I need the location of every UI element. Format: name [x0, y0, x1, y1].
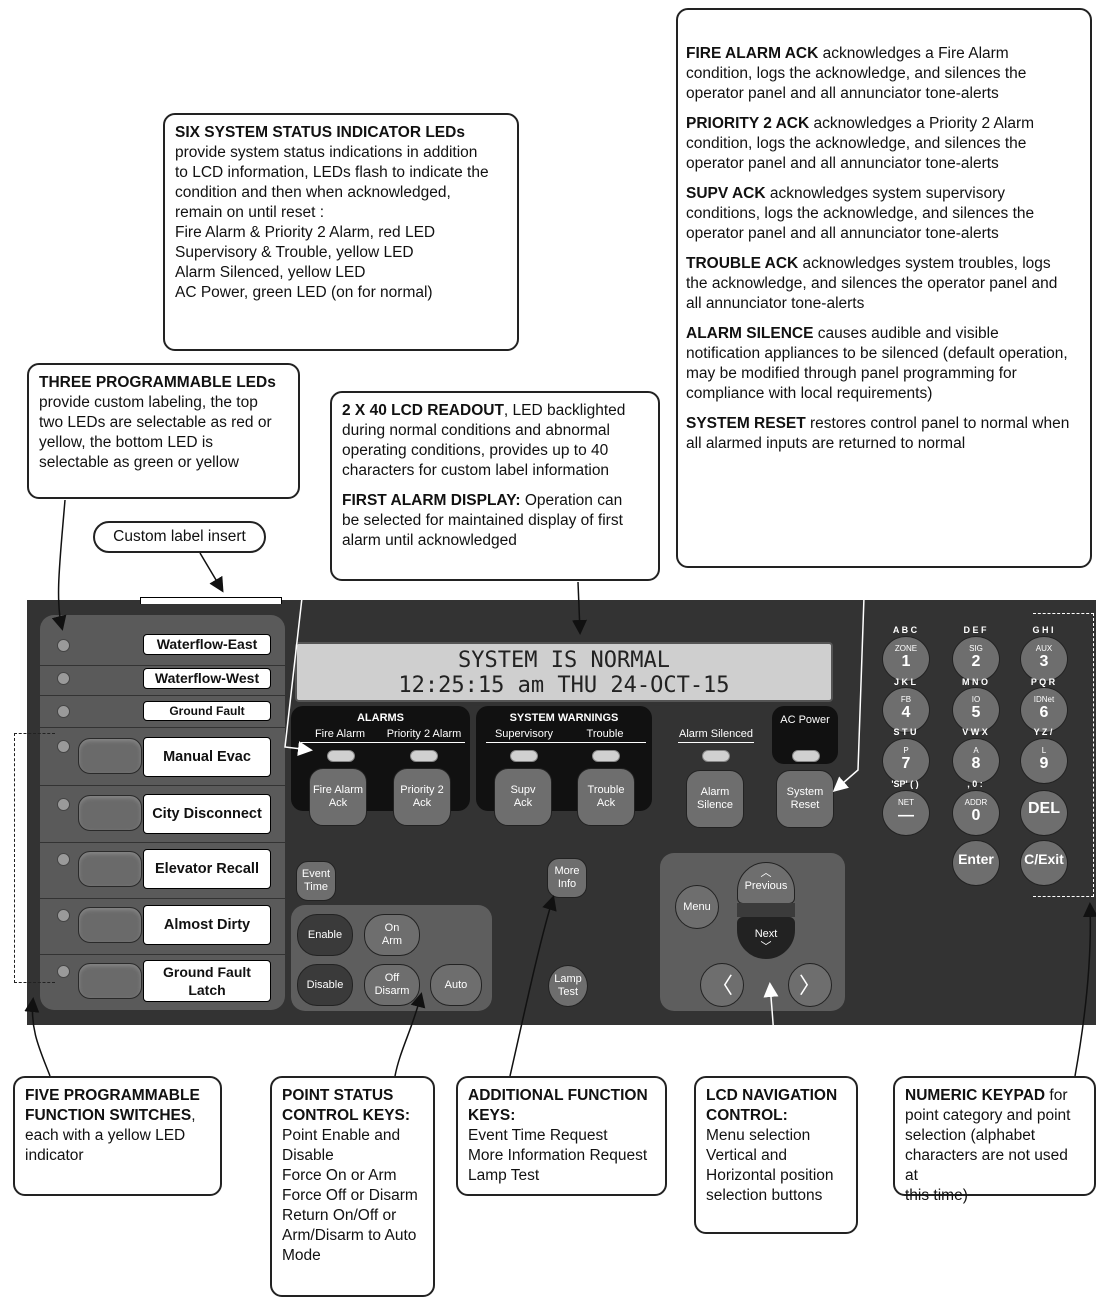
switch-led-1 — [57, 740, 70, 753]
callout-custom-label: Custom label insert — [93, 521, 266, 553]
label-city-disconnect: City Disconnect — [143, 794, 271, 834]
key-net[interactable]: NET— — [882, 790, 930, 836]
fire-alarm-led — [327, 750, 355, 762]
label-waterflow-west: Waterflow-West — [143, 668, 271, 689]
menu-button[interactable]: Menu — [675, 885, 719, 929]
callout-numeric-keypad: NUMERIC KEYPAD for point category and po… — [893, 1076, 1096, 1204]
trouble-label: Trouble — [586, 728, 624, 740]
fire-alarm-label: Fire Alarm — [314, 728, 366, 740]
switch-led-4 — [57, 909, 70, 922]
callout-lcd-readout: 2 X 40 LCD READOUT, LED backlighted duri… — [330, 391, 660, 581]
enter-key[interactable]: Enter — [952, 840, 1000, 886]
function-switch-4[interactable] — [78, 907, 142, 943]
ac-power-label: AC Power — [780, 714, 830, 726]
function-switch-bracket — [14, 733, 55, 983]
label-almost-dirty: Almost Dirty — [143, 905, 271, 945]
next-button[interactable]: Next﹀ — [737, 917, 795, 959]
label-elevator-recall: Elevator Recall — [143, 849, 271, 889]
callout-programmable-leds: THREE PROGRAMMABLE LEDs provide custom l… — [27, 363, 300, 499]
function-switch-1[interactable] — [78, 738, 142, 774]
disable-button[interactable]: Disable — [297, 964, 353, 1006]
programmable-led-3 — [57, 705, 70, 718]
label-insert-slot — [140, 597, 282, 604]
label-waterflow-east: Waterflow-East — [143, 634, 271, 655]
cexit-key[interactable]: C/Exit — [1020, 840, 1068, 886]
lcd-display: SYSTEM IS NORMAL 12:25:15 am THU 24-OCT-… — [295, 642, 833, 702]
alarm-silenced-led — [702, 750, 730, 762]
lcd-line-1: SYSTEM IS NORMAL — [458, 648, 670, 673]
alarm-silenced-label: Alarm Silenced — [679, 728, 753, 740]
chevron-up-icon: ︿ — [760, 867, 772, 879]
priority2-led — [410, 750, 438, 762]
label-ground-fault: Ground Fault — [143, 701, 271, 721]
callout-point-status: POINT STATUS CONTROL KEYS: Point Enable … — [270, 1076, 435, 1297]
switch-led-2 — [57, 798, 70, 811]
warnings-header: SYSTEM WARNINGS — [509, 712, 619, 724]
function-switch-3[interactable] — [78, 851, 142, 887]
auto-button[interactable]: Auto — [430, 964, 482, 1006]
lcd-line-2: 12:25:15 am THU 24-OCT-15 — [398, 673, 730, 698]
callout-navigation: LCD NAVIGATION CONTROL: Menu selection V… — [694, 1076, 858, 1234]
callout-status-leds: SIX SYSTEM STATUS INDICATOR LEDs provide… — [163, 113, 519, 351]
switch-led-5 — [57, 965, 70, 978]
programmable-led-1 — [57, 639, 70, 652]
callout-ack-descriptions: FIRE ALARM ACK acknowledges a Fire Alarm… — [676, 8, 1092, 568]
ac-power-led — [792, 750, 820, 762]
chevron-down-icon: ﹀ — [760, 941, 772, 953]
priority2-label: Priority 2 Alarm — [386, 728, 462, 740]
trouble-led — [592, 750, 620, 762]
function-switch-2[interactable] — [78, 795, 142, 831]
del-key[interactable]: DEL — [1020, 790, 1068, 836]
callout-function-switches: FIVE PROGRAMMABLE FUNCTION SWITCHES, eac… — [13, 1076, 222, 1196]
chevron-left-icon: 〈 — [710, 972, 733, 998]
switch-led-3 — [57, 853, 70, 866]
keypad-bracket — [1033, 613, 1094, 897]
supervisory-led — [510, 750, 538, 762]
label-manual-evac: Manual Evac — [143, 737, 271, 777]
left-arrow-button[interactable]: 〈 — [700, 963, 744, 1007]
function-switch-5[interactable] — [78, 963, 142, 999]
chevron-right-icon: 〉 — [798, 972, 821, 998]
callout-additional-keys: ADDITIONAL FUNCTION KEYS: Event Time Req… — [456, 1076, 667, 1196]
right-arrow-button[interactable]: 〉 — [788, 963, 832, 1007]
alarms-header: ALARMS — [356, 712, 405, 724]
programmable-led-2 — [57, 672, 70, 685]
supervisory-label: Supervisory — [494, 728, 554, 740]
enable-button[interactable]: Enable — [297, 914, 353, 956]
